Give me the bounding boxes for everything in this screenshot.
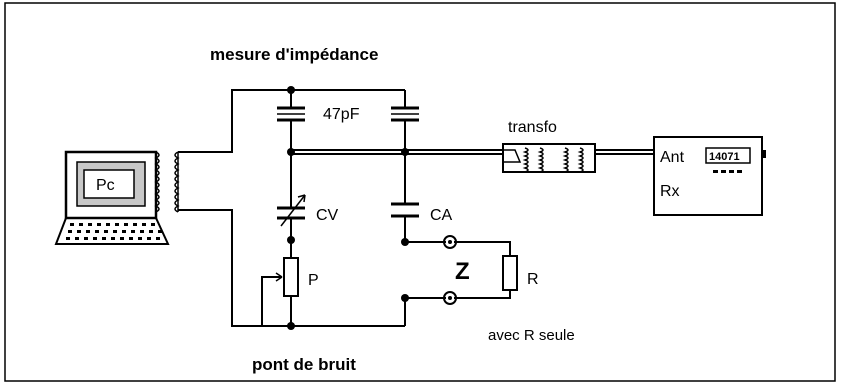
impedance-label: Z [455,258,470,285]
line-transformer-icon [502,143,596,173]
note-label: avec R seule [488,327,575,344]
potentiometer-label: P [308,272,319,289]
impedance-terminal-bottom [443,291,457,305]
variable-capacitor-cv [277,194,306,227]
pc-transformer-icon [154,151,180,213]
receiver-label: Rx [660,183,680,200]
pc-label: Pc [96,177,115,194]
diagram-title: mesure d'impédance [210,45,378,64]
circuit-wires [178,89,654,327]
cv-label: CV [316,207,339,224]
capacitor-47pf-right [391,106,419,122]
potentiometer-p [261,257,299,327]
receiver-icon [653,136,766,216]
frequency-display: 14071 [709,151,740,163]
resistor-r [502,255,518,291]
diagram-footer: pont de bruit [252,355,356,374]
capacitor-47pf-label: 47pF [323,106,360,123]
resistor-label: R [527,271,539,288]
transformer-label: transfo [508,119,557,136]
capacitor-ca [391,202,419,218]
capacitor-47pf-left [277,106,305,122]
ca-label: CA [430,207,453,224]
laptop-icon [54,150,170,245]
diagram-frame [4,2,836,382]
antenna-label: Ant [660,149,685,166]
impedance-terminal-top [443,235,457,249]
